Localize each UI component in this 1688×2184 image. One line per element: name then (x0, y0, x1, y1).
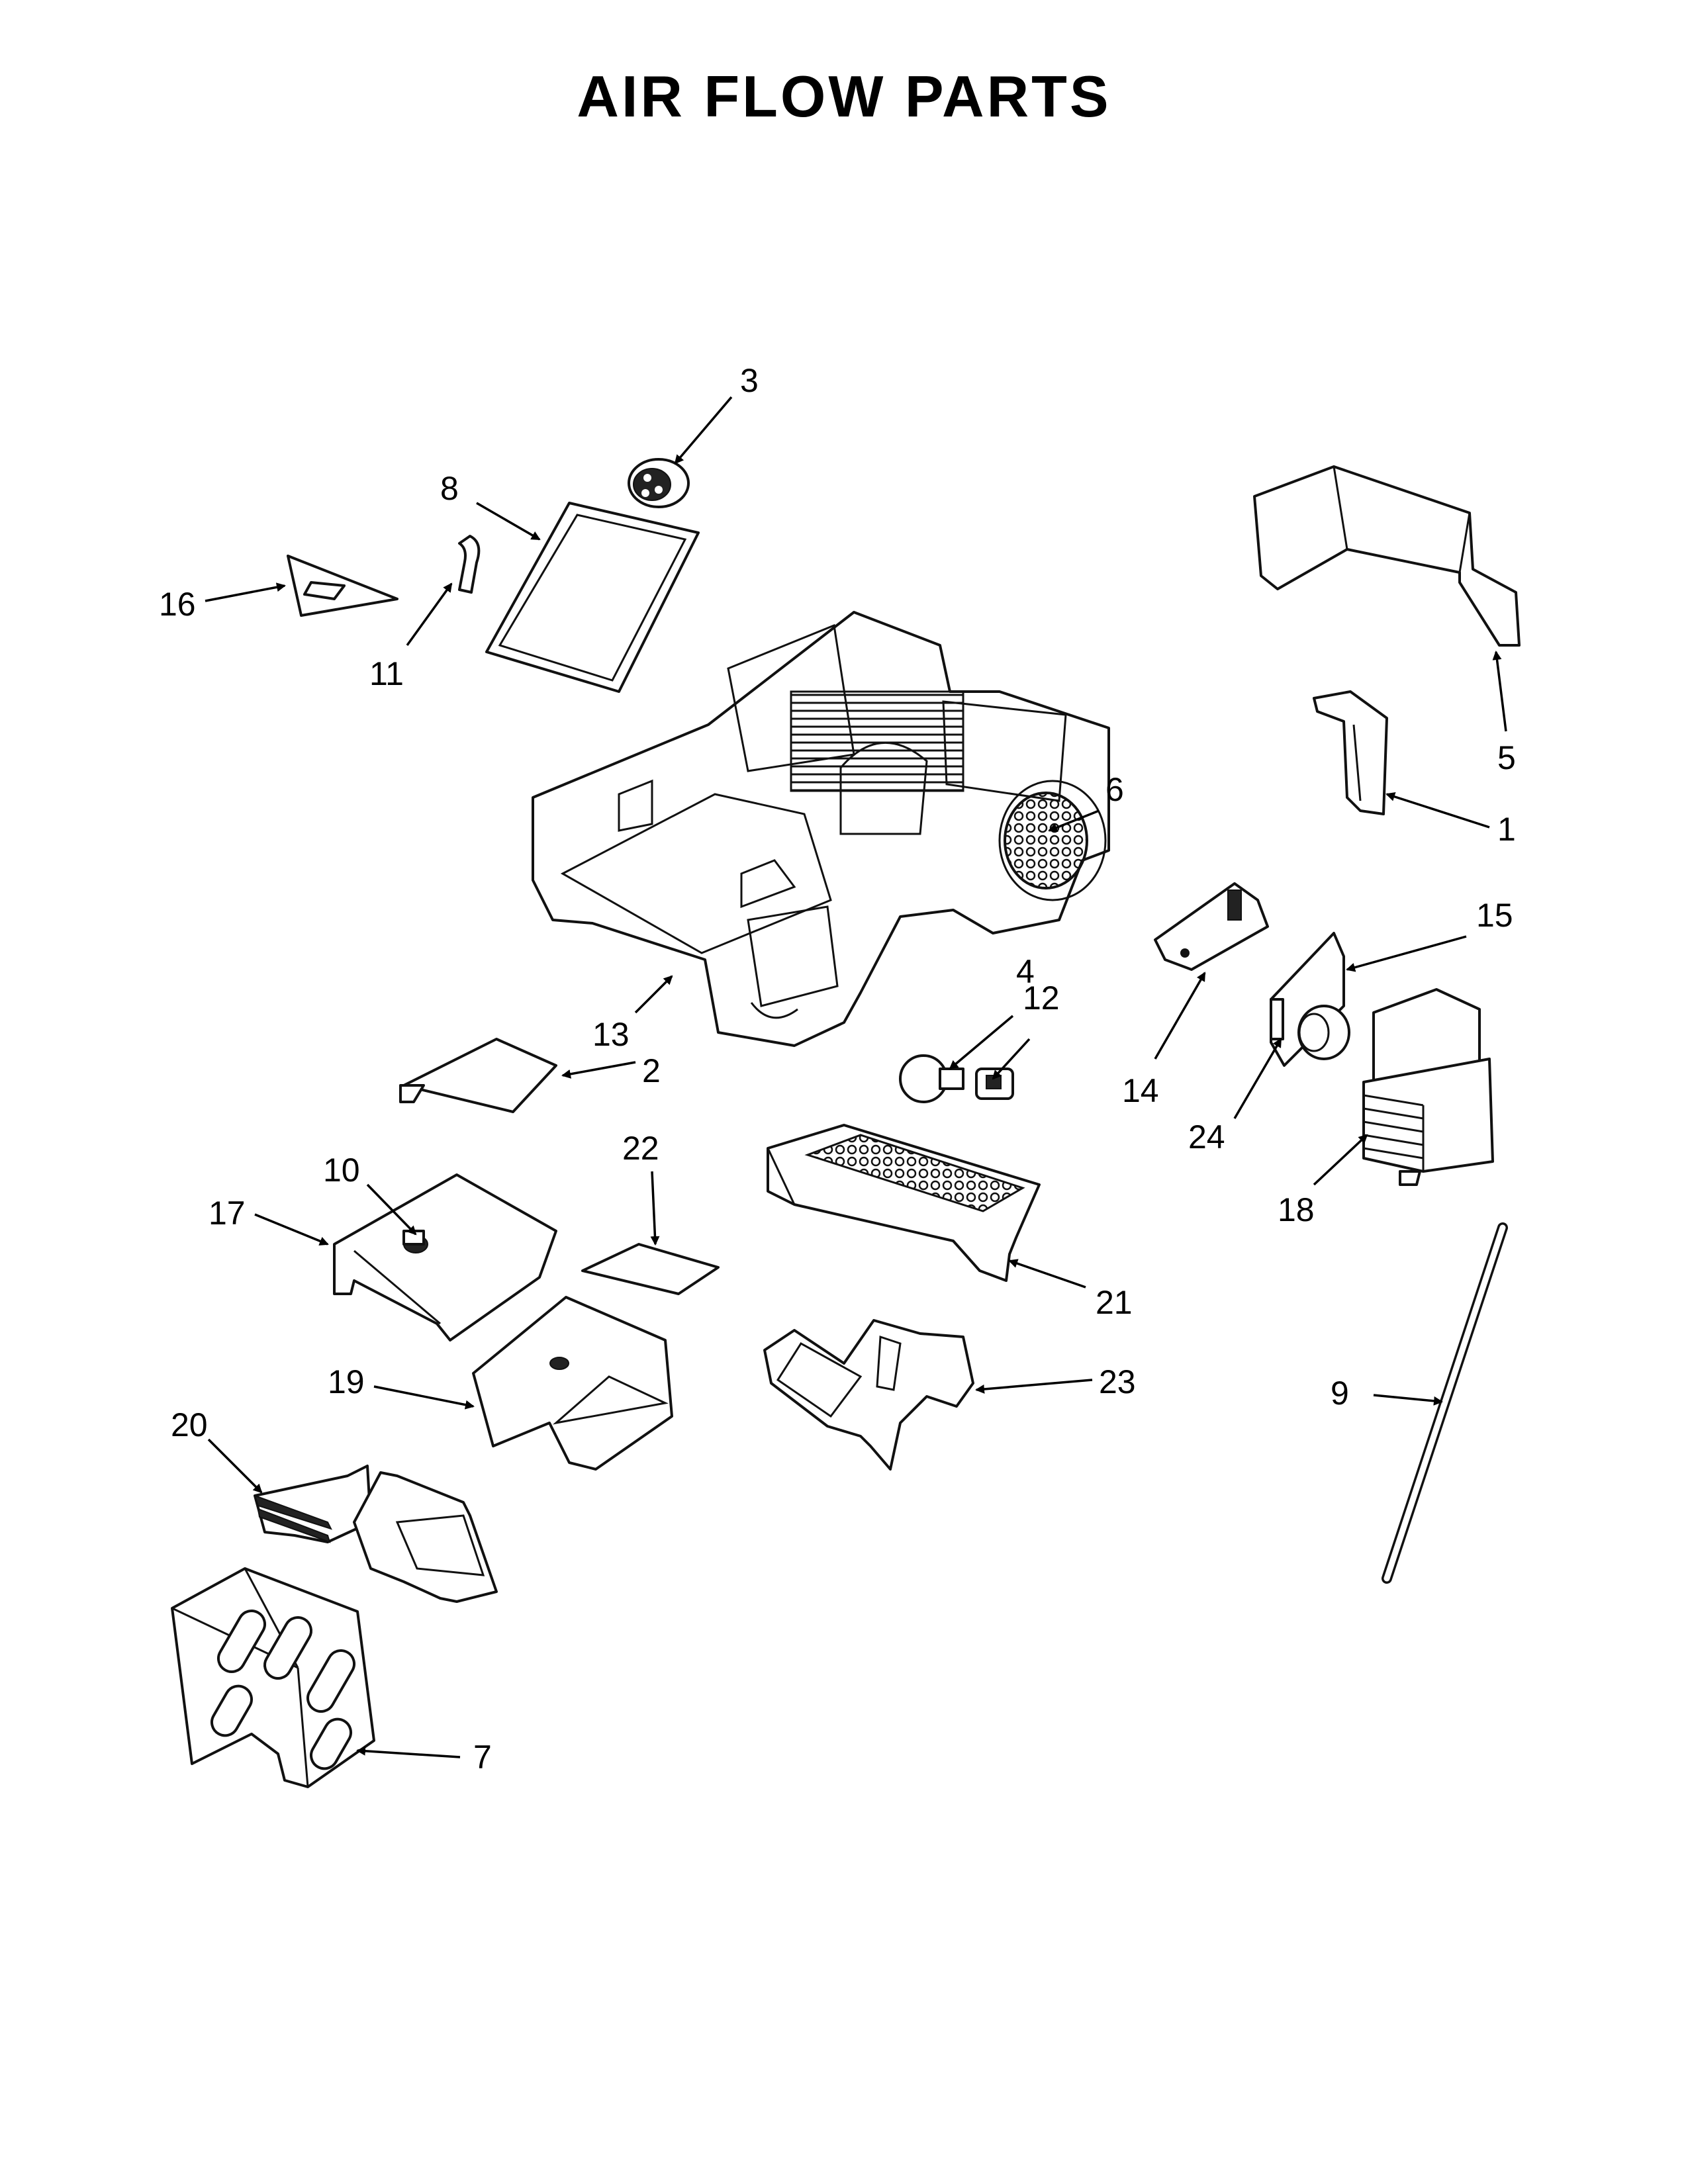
part-18-transformer (1362, 988, 1494, 1186)
leader-12 (992, 1038, 1031, 1080)
callout-21: 21 (1096, 1284, 1133, 1321)
callout-3: 3 (740, 362, 759, 399)
diagram-title: AIR FLOW PARTS (577, 64, 1111, 129)
leader-2 (561, 1061, 636, 1079)
leader-1 (1385, 792, 1490, 829)
callout-12: 12 (1023, 979, 1060, 1017)
part-2-cover-plate (399, 1038, 557, 1113)
leader-13 (634, 975, 673, 1014)
leader-20 (207, 1438, 263, 1494)
leader-lines (205, 396, 1507, 1758)
part-4-lamp-bulb (899, 1054, 964, 1103)
part-7-cage-bracket (171, 1567, 375, 1788)
callout-16: 16 (159, 586, 196, 623)
callout-4: 4 (1016, 953, 1035, 990)
part-14-board (1154, 882, 1269, 971)
leader-21 (1008, 1259, 1086, 1289)
part-1-bracket (1313, 690, 1388, 815)
part-8-filter-frame (485, 502, 700, 693)
leader-8 (476, 502, 541, 541)
callout-6: 6 (1105, 771, 1124, 808)
leader-19 (373, 1385, 475, 1410)
part-12-lamp-socket (975, 1068, 1014, 1100)
callout-14: 14 (1122, 1072, 1159, 1109)
leader-5 (1492, 651, 1507, 732)
leader-11 (406, 582, 453, 647)
callout-22: 22 (622, 1130, 659, 1167)
leader-18 (1313, 1134, 1368, 1186)
leader-23 (975, 1379, 1093, 1394)
callout-5: 5 (1497, 739, 1516, 776)
leader-16 (205, 582, 286, 602)
callout-17: 17 (209, 1195, 246, 1232)
callout-18: 18 (1278, 1191, 1315, 1228)
callout-23: 23 (1099, 1363, 1136, 1400)
part-24-lamp-socket (1270, 998, 1350, 1060)
callout-13: 13 (592, 1016, 630, 1053)
callout-10: 10 (323, 1152, 360, 1189)
part-9-rod (1382, 1222, 1508, 1584)
part-21-grille-duct (767, 1124, 1041, 1282)
leader-4 (949, 1015, 1014, 1070)
part-19-chute (472, 1296, 673, 1471)
leader-7 (356, 1746, 461, 1758)
callout-1: 1 (1497, 811, 1516, 848)
part-15-plate (1270, 932, 1345, 1067)
leader-9 (1373, 1394, 1443, 1406)
part-22-sheet (581, 1243, 720, 1295)
part-20-magnetron (254, 1465, 498, 1603)
part-3-damper (628, 458, 690, 508)
callout-9: 9 (1331, 1375, 1349, 1412)
part-16-pad (287, 555, 399, 617)
callout-2: 2 (642, 1052, 661, 1089)
part-5-duct-cover (1253, 465, 1521, 647)
callout-7: 7 (473, 1739, 492, 1776)
callout-15: 15 (1476, 897, 1513, 934)
callout-19: 19 (328, 1363, 365, 1400)
leader-22 (650, 1171, 660, 1246)
callout-11: 11 (369, 655, 404, 692)
leader-15 (1346, 935, 1467, 972)
part-13-housing (532, 611, 1110, 1047)
leader-3 (674, 396, 733, 465)
leader-14 (1154, 972, 1206, 1060)
callout-24: 24 (1188, 1118, 1225, 1156)
leader-10 (366, 1183, 417, 1236)
leader-6 (1048, 809, 1100, 833)
part-11-tube (458, 535, 481, 594)
callout-numbers: 3 8 16 11 5 1 6 15 4 12 14 13 2 22 24 18… (159, 362, 1516, 1776)
callout-20: 20 (171, 1406, 208, 1443)
callout-8: 8 (440, 470, 459, 507)
part-23-air-guide (763, 1319, 974, 1471)
part-17-shroud (333, 1173, 557, 1342)
leader-17 (254, 1213, 329, 1246)
part-6-fan-grille (998, 780, 1107, 901)
leader-24 (1233, 1038, 1282, 1119)
